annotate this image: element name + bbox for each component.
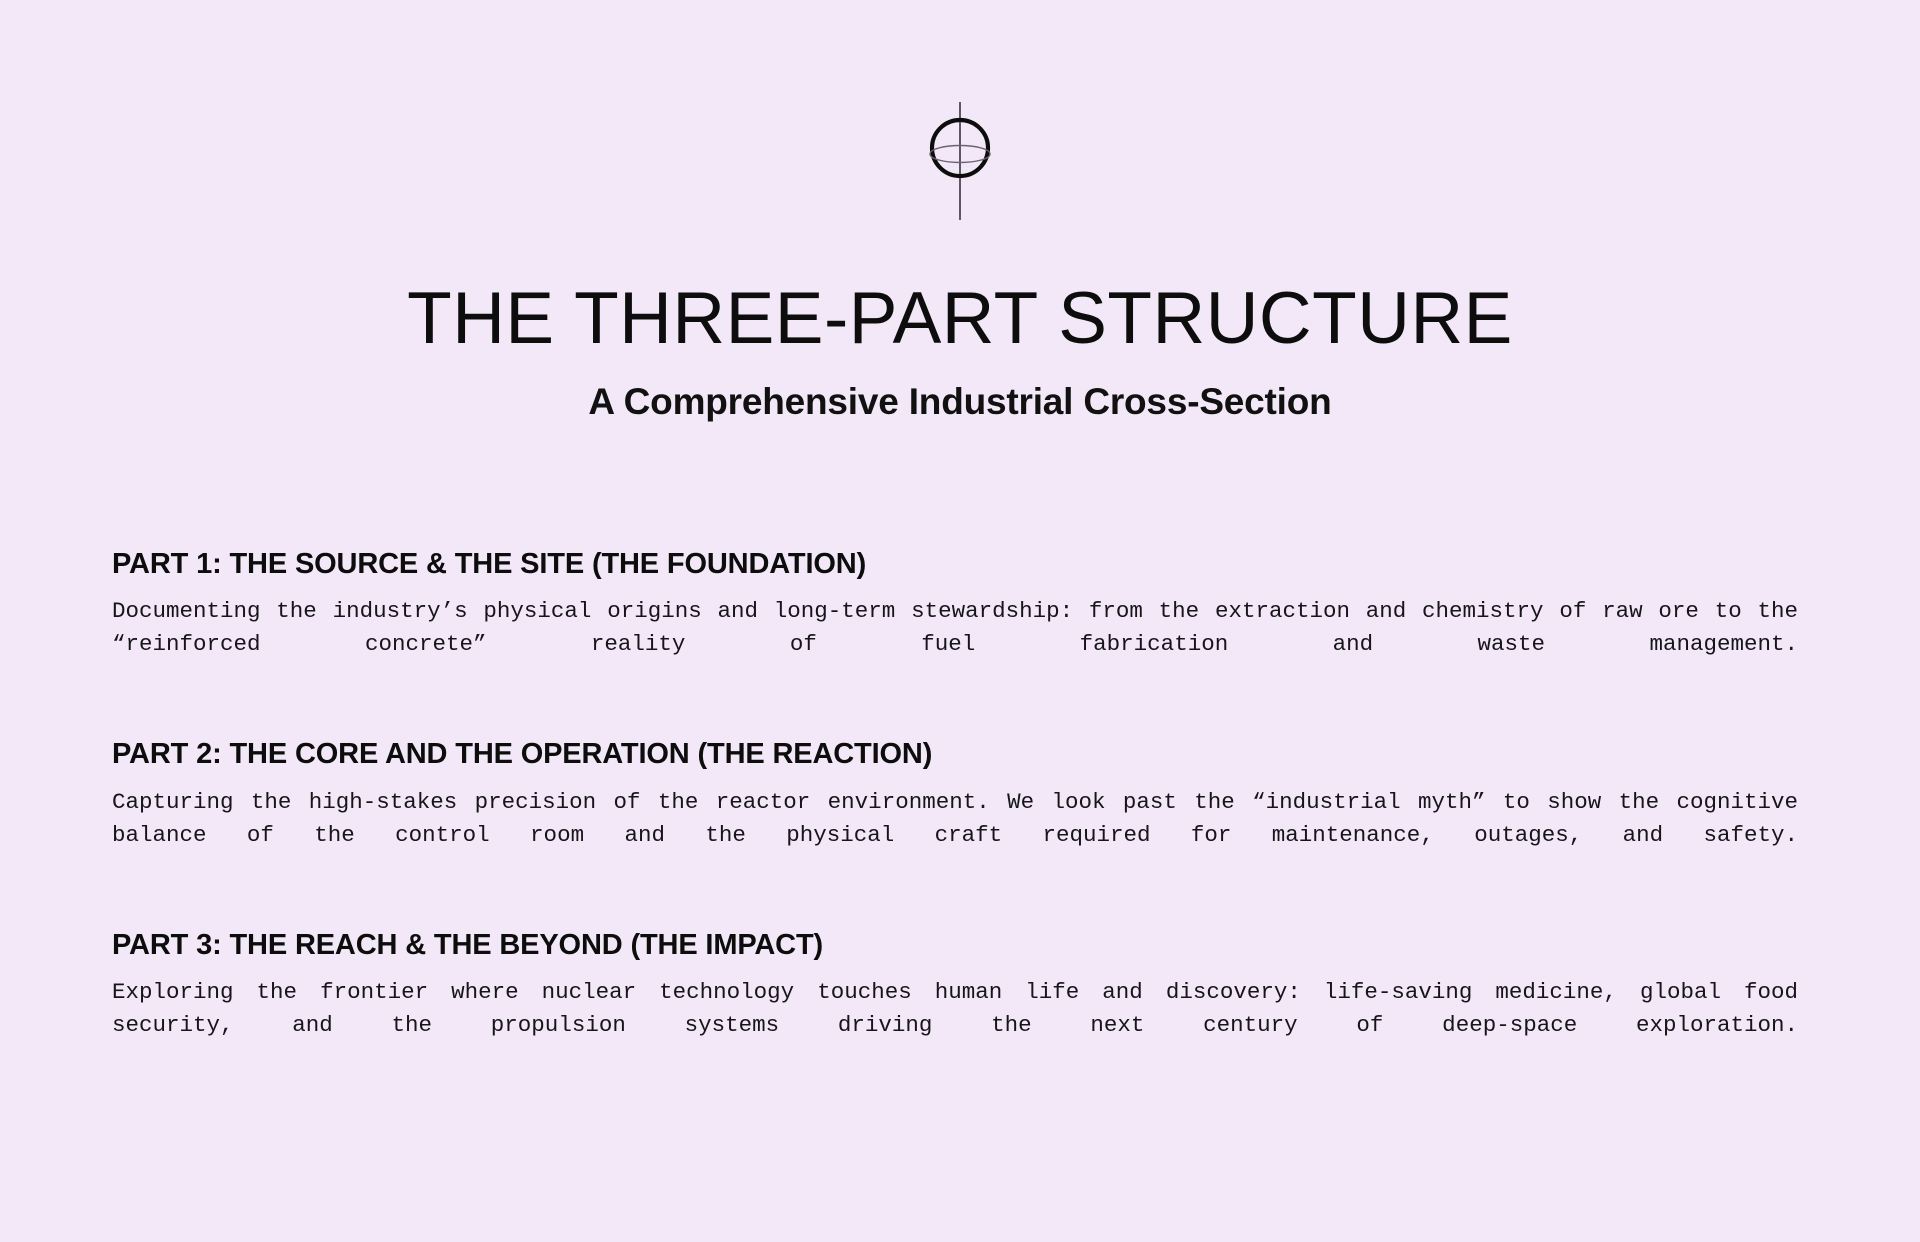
- sections-list: PART 1: THE SOURCE & THE SITE (THE FOUND…: [112, 548, 1798, 1075]
- section-body-part-2: Capturing the high-stakes precision of t…: [112, 788, 1798, 848]
- section-heading-part-1: PART 1: THE SOURCE & THE SITE (THE FOUND…: [112, 548, 867, 580]
- section-body-part-3: Exploring the frontier where nuclear tec…: [112, 979, 1798, 1039]
- page-title: THE THREE-PART STRUCTURE: [407, 278, 1513, 359]
- title-block: THE THREE-PART STRUCTURE A Comprehensive…: [0, 278, 1920, 423]
- section-part-3: PART 3: THE REACH & THE BEYOND (THE IMPA…: [112, 929, 1798, 1075]
- section-heading-part-2: PART 2: THE CORE AND THE OPERATION (THE …: [112, 738, 933, 771]
- section-part-1: PART 1: THE SOURCE & THE SITE (THE FOUND…: [112, 548, 1798, 694]
- section-heading-part-3: PART 3: THE REACH & THE BEYOND (THE IMPA…: [112, 928, 824, 961]
- page-subtitle: A Comprehensive Industrial Cross-Section: [588, 381, 1332, 423]
- section-body-part-1: Documenting the industry’s physical orig…: [112, 598, 1798, 658]
- section-part-2: PART 2: THE CORE AND THE OPERATION (THE …: [112, 738, 1798, 884]
- logo-container: [0, 96, 1920, 226]
- globe-atom-mark-icon: [929, 102, 991, 220]
